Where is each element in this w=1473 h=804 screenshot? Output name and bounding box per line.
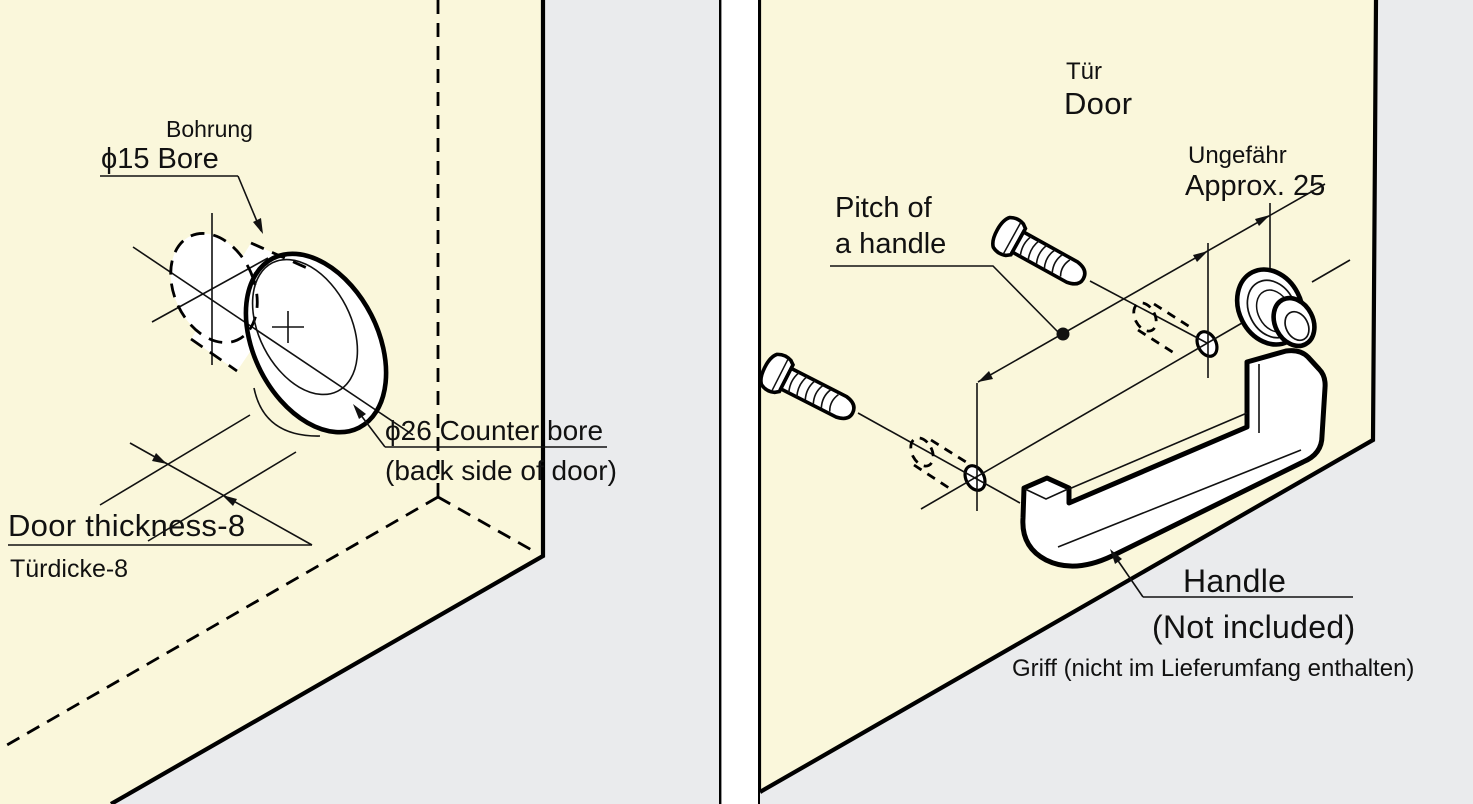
bore-leader-arrowhead xyxy=(253,218,263,234)
bore-label-en: ϕ15 Bore xyxy=(101,143,219,175)
counterbore-leader-line xyxy=(356,409,386,448)
panel-divider xyxy=(719,0,761,804)
handle-label-en: Handle xyxy=(1183,563,1286,599)
counterbore-inner-rim xyxy=(251,258,359,396)
pitch-leader-dot xyxy=(1056,327,1070,341)
approx-arrowhead xyxy=(1255,215,1270,226)
dashed-hole-cylinders xyxy=(909,301,1191,490)
handle-label-group: Handle (Not included) Griff (nicht im Li… xyxy=(1012,549,1414,682)
pitch-arrowhead-upper xyxy=(1193,251,1208,262)
counterbore-outer-ellipse xyxy=(243,251,389,435)
lower-screw-axis xyxy=(857,412,1021,504)
thickness-label-en: Door thickness-8 xyxy=(8,508,245,543)
counterbore-cone-arc xyxy=(253,387,321,437)
handle-body xyxy=(1020,348,1328,569)
bore-label-group: Bohrung ϕ15 Bore xyxy=(100,116,263,234)
pitch-label-group: Pitch of a handle xyxy=(830,192,1070,341)
counterbore-label-line2: (back side of door) xyxy=(385,455,617,486)
left-door-face xyxy=(0,0,543,804)
left-door-edges xyxy=(109,0,546,804)
pitch-label-line1: Pitch of xyxy=(835,192,933,224)
upper-screw-axis xyxy=(1089,280,1208,344)
thickness-label-de: Türdicke-8 xyxy=(10,555,128,583)
thickness-arrowhead-2 xyxy=(222,495,237,506)
pitch-arrowhead-lower xyxy=(978,371,993,382)
left-door-hidden-edges xyxy=(0,0,538,751)
front-center-cross xyxy=(272,311,304,343)
thickness-extension-line-1 xyxy=(99,414,251,506)
right-door-edges xyxy=(758,0,1379,794)
right-construction-lines xyxy=(857,183,1351,511)
bore-axis-line xyxy=(132,246,414,436)
bore-illustration xyxy=(132,213,414,437)
handle-note-de: Griff (nicht im Lieferumfang enthalten) xyxy=(1012,655,1414,682)
pitch-leader-line xyxy=(830,265,1059,333)
thickness-arrowhead-1 xyxy=(152,453,167,464)
bore-back-circle-dashed xyxy=(169,232,259,344)
right-door-face xyxy=(760,0,1376,792)
counterbore-label-group: ϕ26 Counter bore (back side of door) xyxy=(353,404,617,486)
approx-label-en: Approx. 25 xyxy=(1185,170,1325,202)
handle xyxy=(1020,348,1328,569)
knob xyxy=(1234,267,1317,349)
approx-label-de: Ungefähr xyxy=(1188,142,1287,169)
thickness-extension-line-2 xyxy=(147,451,297,542)
door-label-de: Tür xyxy=(1066,58,1102,85)
left-panel: Bohrung ϕ15 Bore ϕ26 Counter bore (back … xyxy=(0,0,719,804)
hole-centerline-cont xyxy=(1311,259,1351,283)
door-label-en: Door xyxy=(1064,86,1132,121)
counterbore-label-line1: ϕ26 Counter bore xyxy=(385,415,603,446)
right-panel: Pitch of a handle Tür Door Ungefähr Appr… xyxy=(754,0,1473,804)
door-label-group: Tür Door xyxy=(1064,58,1132,121)
handle-note-en: (Not included) xyxy=(1152,609,1355,645)
bore-label-de: Bohrung xyxy=(166,116,253,142)
door-thickness-dimension: Door thickness-8 Türdicke-8 xyxy=(8,414,313,583)
approx-label-group: Ungefähr Approx. 25 xyxy=(1185,142,1325,202)
pitch-label-line2: a handle xyxy=(835,228,946,260)
counterbore-leader-arrowhead xyxy=(353,404,366,419)
handle-leader-line xyxy=(1111,551,1144,598)
